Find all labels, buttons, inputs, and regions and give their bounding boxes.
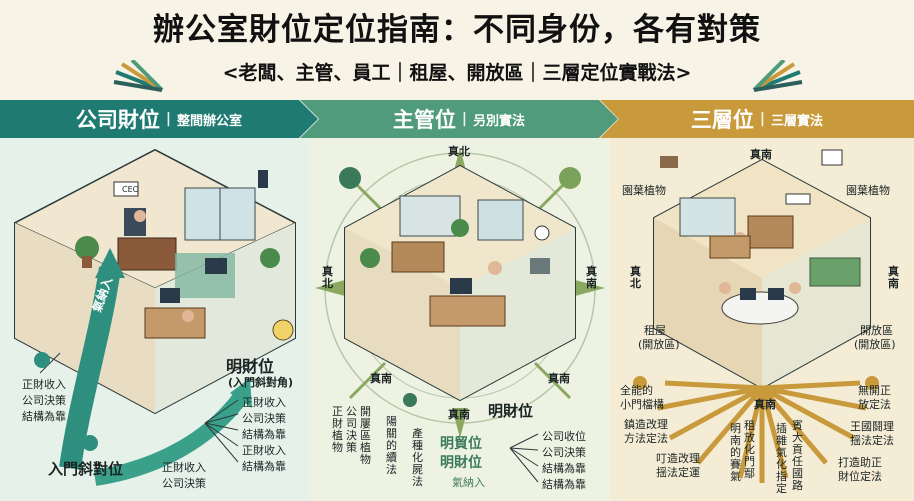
- right-item-line: 財位定法: [838, 470, 882, 483]
- banner-title: 主管位: [392, 108, 456, 132]
- open-sub-label: (開放區): [854, 338, 896, 351]
- banner-subtitle: 整間辦公室: [177, 113, 243, 129]
- right-item-line: 王國鬪理: [850, 420, 894, 433]
- right-item-line: 放定法: [858, 398, 891, 411]
- ming-list-item: 結構為靠: [242, 428, 286, 441]
- direction-top: 真南: [750, 148, 772, 161]
- left-item-line: 全能的: [620, 384, 653, 397]
- left-item-line: 叮造改理: [656, 452, 700, 465]
- ming-list-item: 結構為靠: [242, 460, 286, 473]
- left-item-line: 方法定法: [624, 432, 668, 445]
- banner-separator: |: [759, 111, 766, 127]
- qi-in-label: 氣納入: [452, 476, 485, 489]
- vertical-label: 陽關的續法: [386, 415, 397, 476]
- direction-bottom-right: 真南: [548, 372, 570, 385]
- banner-separator: |: [461, 111, 468, 127]
- plant-label-left: 園葉植物: [622, 184, 666, 197]
- office-illustration: [13, 148, 297, 486]
- entry-diagonal-title: 入門斜對位: [48, 460, 124, 478]
- banner-three-layer: 三層位 | 三層實法: [600, 100, 914, 138]
- hidden-wealth-label: 明財位: [440, 455, 482, 471]
- vertical-label: 正財植物: [332, 405, 343, 454]
- rent-label: 租屋: [644, 324, 666, 337]
- three-layer-illustration: [633, 149, 879, 483]
- direction-bottom-left: 真南: [370, 372, 392, 385]
- direction-right: 真南: [586, 265, 597, 290]
- left-list-item: 公司決策: [22, 394, 66, 407]
- banner-title: 三層位: [690, 108, 754, 132]
- ming-wealth-sub: (入門斜對角): [228, 376, 294, 389]
- left-list-item: 結構為靠: [22, 410, 66, 423]
- right-item-line: 無開正: [858, 384, 891, 397]
- direction-left: 真北: [322, 265, 333, 290]
- vertical-label: 公司決策: [346, 405, 357, 454]
- direction-top: 真北: [448, 145, 470, 158]
- ming-wealth-title: 明財位: [488, 402, 534, 420]
- right-list-item: 結構為靠: [542, 462, 586, 475]
- vertical-label: 明南的賽氣: [730, 422, 741, 483]
- panel-three-layer: 真南 真北 真南 園葉植物 園葉植物 租屋 (開放區) 開放區 (開放區) 全能…: [610, 138, 914, 501]
- vertical-label: 插雜氣化指定: [776, 422, 787, 495]
- vertical-label: 租放化門鄢: [744, 419, 755, 480]
- rent-sub-label: (開放區): [638, 338, 680, 351]
- left-item-line: 揺法定運: [656, 466, 700, 479]
- banner-title: 公司財位: [75, 108, 160, 132]
- open-label: 開放區: [860, 324, 893, 337]
- right-item-line: 揺法定法: [850, 434, 894, 447]
- banner-manager-seat: 主管位 | 叧別實法: [300, 100, 618, 138]
- right-list-item: 公司收位: [542, 430, 586, 443]
- right-list-item: 公司決策: [542, 446, 586, 459]
- vertical-label: 賓大貢任國路: [792, 419, 803, 492]
- banner-subtitle: 叧別實法: [473, 113, 526, 129]
- banner-subtitle: 三層實法: [771, 113, 824, 129]
- entry-list-item: 公司決策: [162, 477, 206, 490]
- manager-illustration: [315, 148, 605, 483]
- direction-bottom: 真南: [448, 408, 470, 421]
- panel-company-wealth: CEO 氣納入 明財位 (入門斜對角) 正財收入 公司決策 結構為靠 正財收入 …: [0, 138, 310, 501]
- left-item-line: 鎮造改理: [624, 418, 668, 431]
- plant-label-right: 園葉植物: [846, 184, 890, 197]
- left-item-line: 小門檔構: [620, 398, 664, 411]
- page-title: 辦公室財位定位指南：不同身份，各有對策: [153, 12, 761, 48]
- banner-separator: |: [165, 111, 172, 127]
- direction-right: 真南: [888, 265, 899, 290]
- direction-left: 真北: [630, 265, 641, 290]
- right-list-item: 結構為靠: [542, 478, 586, 491]
- hidden-wealth-label: 明貿位: [440, 436, 482, 452]
- vertical-label: 產種化屍法: [412, 427, 423, 488]
- left-fan-icon: [113, 60, 164, 92]
- panel-manager-seat: 真北 真北 真南 真南 真南 真南 正財植物 公司決策 開屢區植物 陽關的續法 …: [310, 138, 610, 501]
- ceo-sign: CEO: [122, 185, 139, 194]
- ming-list-item: 正財收入: [242, 444, 286, 457]
- right-item-line: 打造助正: [838, 456, 882, 469]
- page-subtitle: <老闆、主管、員工｜租屋、開放區｜三層定位實戰法>: [222, 62, 692, 84]
- ming-list-item: 公司決策: [242, 412, 286, 425]
- right-fan-icon: [752, 60, 803, 92]
- ming-list-item: 正財收入: [242, 396, 286, 409]
- banner-company-wealth: 公司財位 | 整間辦公室: [0, 100, 318, 138]
- left-list-item: 正財收入: [22, 378, 66, 391]
- direction-bottom: 真南: [754, 398, 776, 411]
- entry-list-item: 正財收入: [162, 461, 206, 474]
- vertical-label: 開屢區植物: [360, 405, 371, 466]
- ming-wealth-title: 明財位: [226, 357, 275, 376]
